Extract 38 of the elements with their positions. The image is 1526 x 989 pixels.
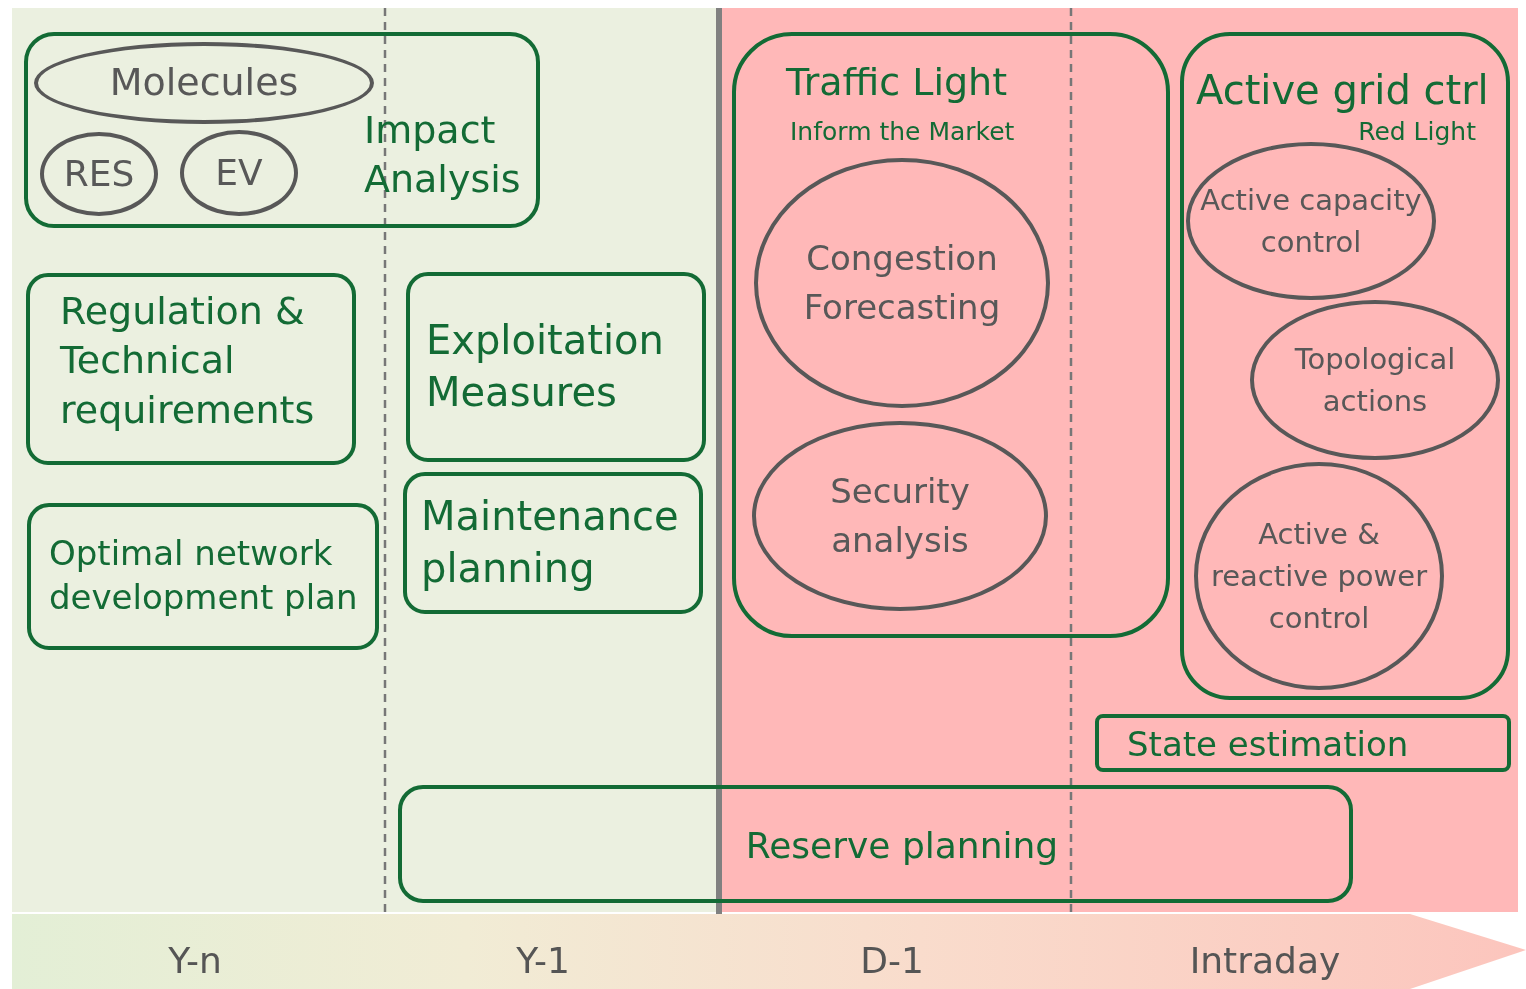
timeline-label: Y-1 (516, 940, 570, 981)
ellipse-node (752, 421, 1048, 611)
rounded-box (26, 273, 356, 465)
rounded-box (24, 32, 540, 228)
node-label: Exploitation Measures (426, 316, 665, 417)
ellipse-node (1250, 300, 1500, 460)
rounded-box (398, 785, 1353, 903)
node-label: Optimal network development plan (49, 532, 359, 620)
node-label: Active & reactive power control (1209, 515, 1429, 637)
node-subtitle: Red Light (1357, 116, 1476, 148)
node-label: State estimation (1127, 723, 1410, 766)
node-label: RES (62, 151, 136, 196)
ellipse-node (754, 158, 1050, 408)
rounded-box (406, 272, 706, 462)
node-subtitle: Inform the Market (790, 116, 1016, 148)
node-label: Reserve planning (744, 824, 1060, 868)
timeline-label: D-1 (860, 940, 924, 981)
rounded-box (1180, 32, 1510, 700)
node-label: Active capacity control (1199, 181, 1423, 261)
node-label: Regulation & Technical requirements (60, 288, 316, 434)
rounded-box (27, 503, 379, 650)
node-label: Molecules (108, 59, 300, 107)
node-label: Congestion Forecasting (802, 236, 1002, 329)
rounded-box (403, 472, 703, 614)
node-label: EV (214, 150, 264, 195)
rounded-box (1095, 714, 1511, 772)
timeline-label: Y-n (168, 940, 222, 981)
node-label: Security analysis (829, 469, 971, 562)
node-label: Impact Analysis (364, 107, 522, 204)
ellipse-node (180, 130, 298, 216)
node-label: Maintenance planning (421, 492, 680, 593)
node-label: Traffic Light (786, 59, 1009, 106)
timeline-label: Intraday (1189, 940, 1341, 981)
rounded-box (732, 32, 1170, 638)
node-label: Topological actions (1293, 340, 1457, 420)
ellipse-node (40, 132, 158, 216)
ellipse-node (1194, 462, 1444, 690)
node-label: Active grid ctrl (1196, 66, 1490, 115)
